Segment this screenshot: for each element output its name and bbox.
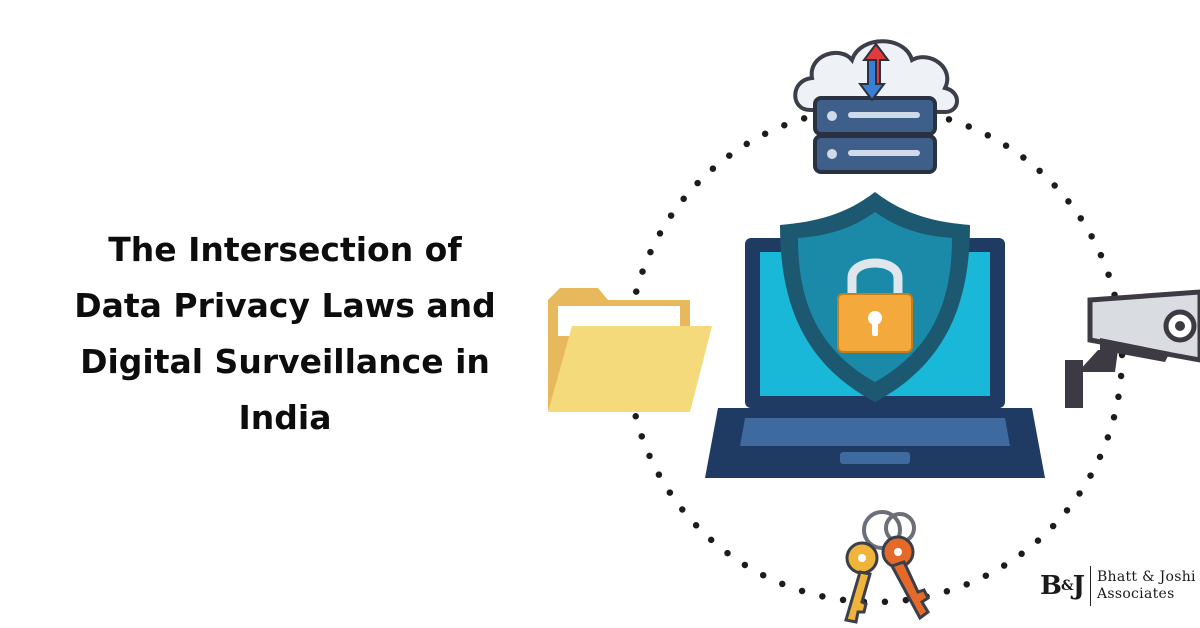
- logo-line-2: Associates: [1096, 586, 1175, 602]
- folder-icon: [548, 288, 712, 412]
- logo-wordmark: Bhatt & Joshi Associates: [1091, 569, 1196, 603]
- title-line-4: India: [238, 398, 332, 437]
- logo-line-1: Bhatt & Joshi: [1096, 569, 1196, 585]
- logo-mark-j: J: [1072, 571, 1085, 601]
- logo-mark-amp: &: [1060, 578, 1074, 594]
- cloud-server-icon: [793, 39, 959, 174]
- keys-icon: [844, 510, 930, 624]
- title-line-1: The Intersection of: [108, 230, 462, 269]
- company-logo: B&J Bhatt & Joshi Associates: [1040, 566, 1196, 606]
- title-line-3: Digital Surveillance in: [80, 342, 490, 381]
- page-title: The Intersection of Data Privacy Laws an…: [30, 222, 540, 446]
- logo-mark-b: B: [1040, 571, 1062, 601]
- logo-mark: B&J: [1040, 566, 1091, 606]
- laptop-shield-lock-icon: [705, 192, 1045, 478]
- title-line-2: Data Privacy Laws and: [74, 286, 496, 325]
- cctv-camera-icon: [1065, 289, 1200, 408]
